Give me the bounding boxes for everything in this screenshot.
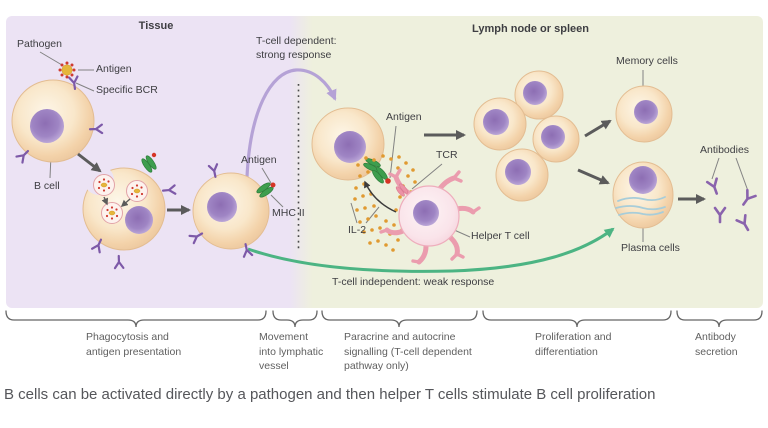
- mhc2-label: MHC II: [272, 207, 305, 219]
- antibodies-label: Antibodies: [700, 144, 750, 156]
- stage-label-secretion: Antibody secretion: [695, 331, 738, 358]
- stage-label-signalling: Paracrine and autocrine signalling (T-ce…: [344, 331, 472, 373]
- lymph-region-title: Lymph node or spleen: [472, 23, 589, 35]
- activated-b-cell: [311, 107, 391, 185]
- tcr-molecule: [395, 183, 409, 197]
- pathogen-label: Pathogen: [17, 38, 62, 50]
- t-dependent-label: T-cell dependent: strong response: [256, 35, 337, 61]
- plasma-cells-label: Plasma cells: [621, 242, 680, 254]
- memory-cells-label: Memory cells: [616, 55, 678, 67]
- helper-t-cell: [364, 168, 481, 265]
- tcr-label: TCR: [436, 149, 458, 161]
- memory-cell: [615, 85, 673, 143]
- antigen-label-top: Antigen: [96, 63, 132, 75]
- stage-label-movement: Movement into lymphatic vessel: [259, 331, 324, 373]
- mhc2-molecule: [139, 154, 159, 174]
- pathogen-particle: [58, 61, 76, 79]
- region-backgrounds: [6, 16, 763, 308]
- b-cell: [11, 75, 104, 164]
- antibodies-group: [705, 177, 757, 234]
- proliferating-cells: [473, 70, 580, 202]
- stage-label-proliferation: Proliferation and differentiation: [535, 331, 612, 358]
- specific-bcr-label: Specific BCR: [96, 84, 158, 96]
- t-independent-arrow: [247, 227, 615, 273]
- helper-t-cell-label: Helper T cell: [471, 230, 530, 242]
- t-dependent-arrow: [245, 68, 337, 178]
- figure-caption: B cells can be activated directly by a p…: [4, 386, 656, 403]
- plasma-cell: [612, 161, 674, 229]
- stage-brackets: [5, 310, 763, 328]
- antigen-label-mid: Antigen: [241, 154, 277, 166]
- il2-label: IL-2: [348, 224, 367, 236]
- tissue-region-title: Tissue: [138, 20, 174, 32]
- phagocytosing-b-cell: [82, 152, 177, 270]
- t-independent-label: T-cell independent: weak response: [332, 276, 495, 288]
- stage-label-phagocytosis: Phagocytosis and antigen presentation: [86, 331, 182, 358]
- antigen-label-right: Antigen: [386, 111, 422, 123]
- flow-arrows: [77, 119, 706, 215]
- leader-lines: [39, 51, 749, 242]
- b-cell-label: B cell: [34, 180, 60, 192]
- antigen-presenting-b-cell: [188, 163, 276, 258]
- autocrine-arrow: [364, 180, 397, 213]
